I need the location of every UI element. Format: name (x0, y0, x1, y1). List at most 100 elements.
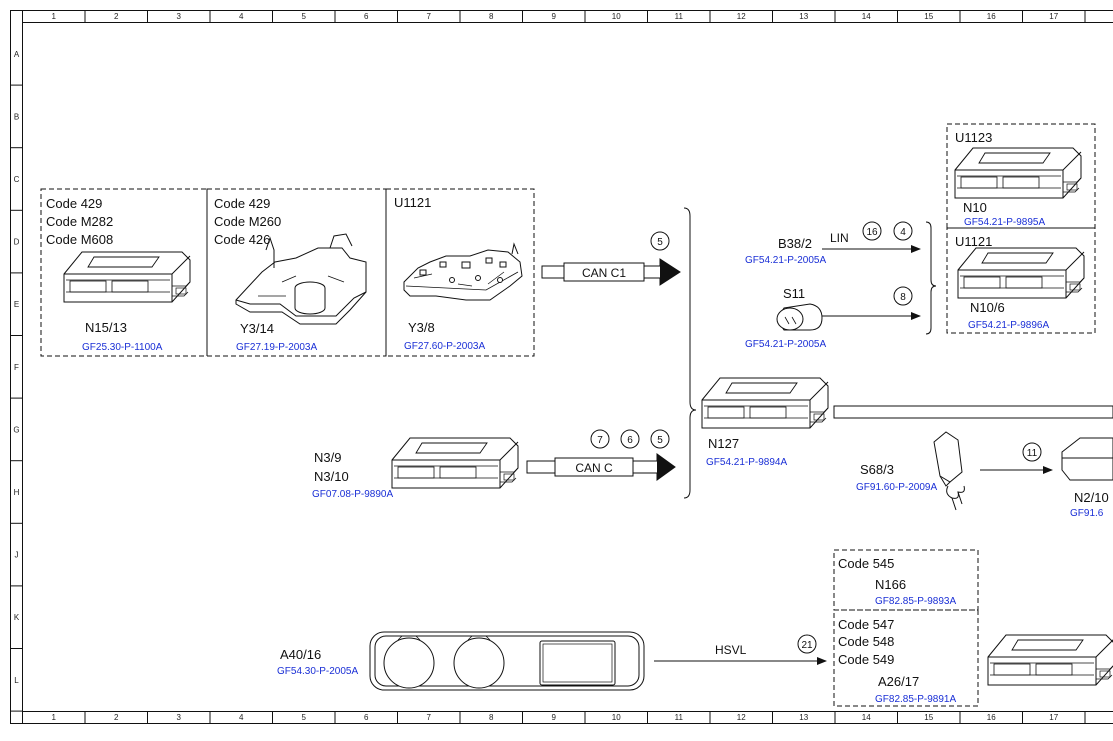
grid-column-label: 17 (1049, 713, 1058, 722)
grid-row-label: B (14, 112, 19, 121)
grid-column-label: 14 (862, 12, 871, 21)
grid-column-label: 9 (552, 713, 557, 722)
grid-column-label: 9 (552, 12, 557, 21)
diagram-frame (11, 11, 1113, 724)
grid-row-label: G (13, 425, 19, 434)
reference-link-n166[interactable]: GF82.85-P-9893A (875, 596, 956, 607)
grid-column-label: 16 (987, 713, 996, 722)
grid-column-label: 12 (737, 713, 746, 722)
grid-column-label: 5 (302, 713, 307, 722)
code-label: Code M282 (46, 214, 113, 229)
reference-link-n127[interactable]: GF54.21-P-9894A (706, 457, 787, 468)
module-brace (926, 222, 936, 334)
grid-column-label: 2 (114, 12, 119, 21)
control-unit-icon (1062, 438, 1113, 480)
grid-column-label: 11 (675, 12, 684, 21)
svg-text:5: 5 (657, 237, 663, 248)
reference-link-s11[interactable]: GF54.21-P-2005A (745, 339, 826, 350)
circle-marker: 7 (591, 430, 609, 448)
instrument-cluster-icon (370, 632, 644, 690)
reference-link-n2-10[interactable]: GF91.6 (1070, 508, 1104, 519)
code-label: Code 549 (838, 652, 894, 667)
grid-column-label: 17 (1049, 12, 1058, 21)
n127-output-bus (834, 406, 1113, 418)
svg-text:6: 6 (627, 435, 633, 446)
grid-column-label: 8 (489, 12, 494, 21)
bus-label-lin: LIN (830, 231, 849, 245)
svg-text:7: 7 (597, 435, 603, 446)
code-label: Code 429 (214, 196, 270, 211)
circle-marker: 5 (651, 232, 669, 250)
component-label-n15-13: N15/13 (85, 320, 127, 335)
reference-link-a40-16[interactable]: GF54.30-P-2005A (277, 666, 358, 677)
component-label-b38-2: B38/2 (778, 236, 812, 251)
grid-column-label: 4 (239, 713, 244, 722)
reference-link-b38-2[interactable]: GF54.21-P-2005A (745, 255, 826, 266)
grid-column-label: 8 (489, 713, 494, 722)
grid-row-label: J (15, 551, 19, 560)
component-label-s11: S11 (783, 286, 805, 301)
grid-column-label: 16 (987, 12, 996, 21)
reference-link-a26-17[interactable]: GF82.85-P-9891A (875, 694, 956, 705)
svg-text:11: 11 (1027, 448, 1038, 459)
reference-link-y3-14[interactable]: GF27.19-P-2003A (236, 342, 317, 353)
code-label: Code 429 (46, 196, 102, 211)
control-unit-icon (702, 378, 828, 428)
reference-link-s68-3[interactable]: GF91.60-P-2009A (856, 482, 937, 493)
code-label: Code 548 (838, 634, 894, 649)
grid-column-label: 13 (799, 713, 808, 722)
grid-column-label: 4 (239, 12, 244, 21)
code-label: Code 426 (214, 232, 270, 247)
code-label: U1121 (394, 195, 431, 210)
component-label-y3-8: Y3/8 (408, 320, 435, 335)
svg-text:8: 8 (900, 292, 906, 303)
component-label-n10-6: N10/6 (970, 300, 1005, 315)
control-unit-icon (64, 252, 190, 302)
grid-column-label: 3 (177, 713, 182, 722)
grid-column-label: 6 (364, 12, 369, 21)
grid-row-label: K (14, 613, 20, 622)
circle-marker: 4 (894, 222, 912, 240)
grid-column-label: 15 (924, 713, 933, 722)
component-label-n166: N166 (875, 577, 906, 592)
component-label-n127: N127 (708, 436, 739, 451)
svg-text:4: 4 (900, 227, 906, 238)
grid-row-label: L (14, 676, 19, 685)
circle-marker: 11 (1023, 443, 1041, 461)
circle-marker: 21 (798, 635, 816, 653)
bus-label-hsvl: HSVL (715, 643, 747, 657)
code-label: U1123 (955, 130, 992, 145)
code-label: U1121 (955, 234, 992, 249)
grid-column-label: 13 (799, 12, 808, 21)
component-label-s68-3: S68/3 (860, 462, 894, 477)
component-label-n3-10: N3/10 (314, 469, 349, 484)
grid-column-label: 15 (924, 12, 933, 21)
grid-row-label: F (14, 363, 19, 372)
svg-text:5: 5 (657, 435, 663, 446)
component-label-a26-17: A26/17 (878, 674, 919, 689)
grid-column-label: 12 (737, 12, 746, 21)
grid-row-label: E (14, 300, 19, 309)
reference-link-y3-8[interactable]: GF27.60-P-2003A (404, 341, 485, 352)
grid-row-label: D (14, 238, 20, 247)
reference-link-n10[interactable]: GF54.21-P-9895A (964, 217, 1045, 228)
component-label-n2-10: N2/10 (1074, 490, 1109, 505)
circle-marker: 8 (894, 287, 912, 305)
grid-row-label: A (14, 50, 20, 59)
grid-column-label: 10 (612, 713, 621, 722)
grid-column-label: 10 (612, 12, 621, 21)
svg-text:21: 21 (801, 640, 813, 651)
component-label-y3-14: Y3/14 (240, 321, 274, 336)
reference-link-n10-6[interactable]: GF54.21-P-9896A (968, 320, 1049, 331)
valve-body-icon (236, 234, 366, 324)
reference-link-n15-13[interactable]: GF25.30-P-1100A (82, 342, 163, 353)
component-label-n3-9: N3/9 (314, 450, 341, 465)
grid-column-label: 2 (114, 713, 119, 722)
svg-text:16: 16 (866, 227, 878, 238)
code-label: Code M608 (46, 232, 113, 247)
reference-link-n3-9[interactable]: GF07.08-P-9890A (312, 489, 393, 500)
